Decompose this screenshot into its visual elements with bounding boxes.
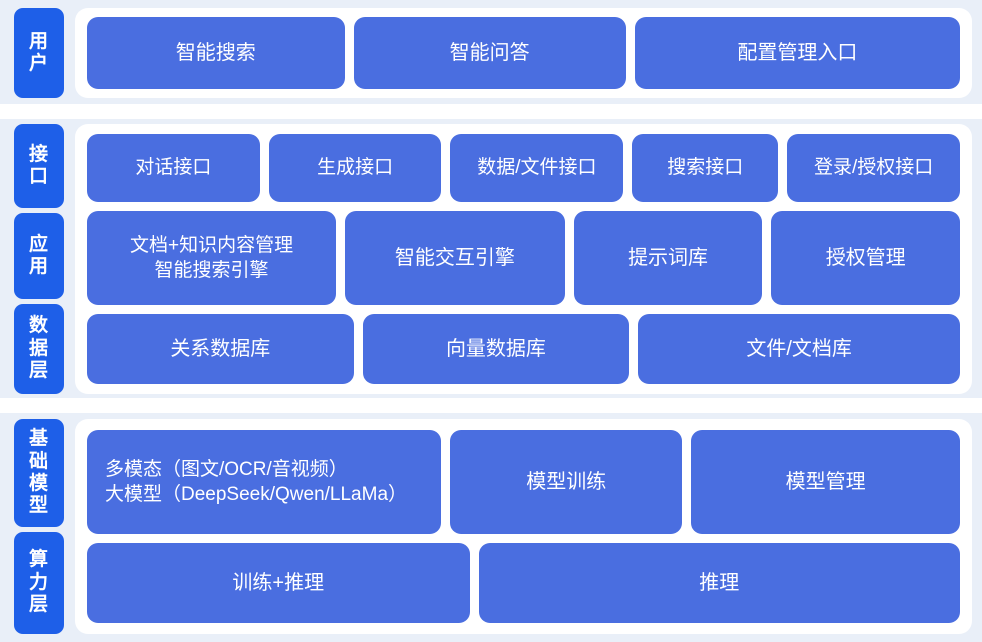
band-middle-panel: 对话接口 生成接口 数据/文件接口 搜索接口 登录/授权接口 文档+知识内容管理… (75, 124, 972, 394)
band-middle-tab-column: 接口 应用 数据层 (14, 124, 64, 394)
band-user-tab-column: 用户 (14, 8, 64, 98)
box-intelligent-qa[interactable]: 智能问答 (353, 17, 626, 89)
box-model-training[interactable]: 模型训练 (450, 430, 683, 535)
box-file-document-store[interactable]: 文件/文档库 (638, 314, 960, 384)
box-relational-database[interactable]: 关系数据库 (87, 314, 354, 384)
row-interface: 对话接口 生成接口 数据/文件接口 搜索接口 登录/授权接口 (87, 134, 961, 203)
row-foundation-model: 多模态（图文/OCR/音视频） 大模型（DeepSeek/Qwen/LLaMa）… (87, 430, 960, 535)
box-training-plus-inference[interactable]: 训练+推理 (87, 543, 470, 623)
box-model-management[interactable]: 模型管理 (691, 430, 960, 535)
band-base-panel: 多模态（图文/OCR/音视频） 大模型（DeepSeek/Qwen/LLaMa）… (75, 419, 972, 634)
box-intelligent-search[interactable]: 智能搜索 (87, 17, 345, 89)
band-separator-bottom (0, 398, 982, 413)
layer-tab-data[interactable]: 数据层 (14, 304, 64, 394)
band-separator-top (0, 104, 982, 119)
band-base: 基础模型 算力层 多模态（图文/OCR/音视频） 大模型（DeepSeek/Qw… (14, 419, 972, 634)
box-prompt-library[interactable]: 提示词库 (573, 211, 763, 306)
row-application: 文档+知识内容管理 智能搜索引擎 智能交互引擎 提示词库 授权管理 (87, 211, 960, 306)
box-inference[interactable]: 推理 (478, 543, 960, 623)
band-middle: 接口 应用 数据层 对话接口 生成接口 数据/文件接口 搜索接口 登录/授权接口… (14, 124, 972, 394)
box-data-file-api[interactable]: 数据/文件接口 (450, 134, 624, 203)
box-dialogue-api[interactable]: 对话接口 (87, 134, 260, 203)
box-config-management-entry[interactable]: 配置管理入口 (634, 17, 960, 89)
row-data: 关系数据库 向量数据库 文件/文档库 (87, 314, 960, 384)
box-authorization-management[interactable]: 授权管理 (771, 211, 960, 306)
row-user-entries: 智能搜索 智能问答 配置管理入口 (87, 17, 960, 89)
band-user-panel: 智能搜索 智能问答 配置管理入口 (75, 8, 972, 98)
box-generation-api[interactable]: 生成接口 (268, 134, 442, 203)
layer-tab-application[interactable]: 应用 (14, 213, 64, 299)
band-base-tab-column: 基础模型 算力层 (14, 419, 64, 634)
layer-tab-user[interactable]: 用户 (14, 8, 64, 98)
band-user: 用户 智能搜索 智能问答 配置管理入口 (14, 8, 972, 98)
row-compute: 训练+推理 推理 (87, 543, 960, 623)
box-doc-knowledge-management[interactable]: 文档+知识内容管理 智能搜索引擎 (87, 211, 337, 306)
box-interactive-engine[interactable]: 智能交互引擎 (345, 211, 565, 306)
box-search-api[interactable]: 搜索接口 (632, 134, 779, 203)
box-vector-database[interactable]: 向量数据库 (362, 314, 630, 384)
layer-tab-interface[interactable]: 接口 (14, 124, 64, 208)
layer-tab-compute[interactable]: 算力层 (14, 532, 64, 634)
layer-tab-foundation-model[interactable]: 基础模型 (14, 419, 64, 527)
box-login-auth-api[interactable]: 登录/授权接口 (787, 134, 961, 203)
box-multimodal-large-model[interactable]: 多模态（图文/OCR/音视频） 大模型（DeepSeek/Qwen/LLaMa） (87, 430, 442, 535)
